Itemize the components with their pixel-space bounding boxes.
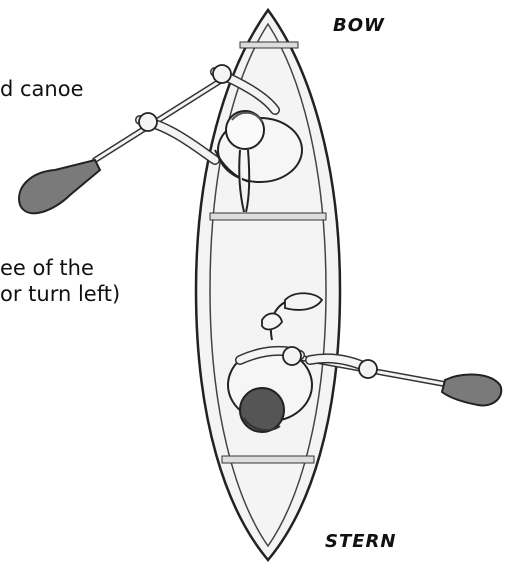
canoe-hull <box>196 10 340 560</box>
bow-label: BOW <box>333 15 385 36</box>
stern-seat <box>222 456 314 463</box>
bow-seat <box>240 42 298 48</box>
center-thwart <box>210 213 326 220</box>
stern-label: STERN <box>325 531 396 552</box>
